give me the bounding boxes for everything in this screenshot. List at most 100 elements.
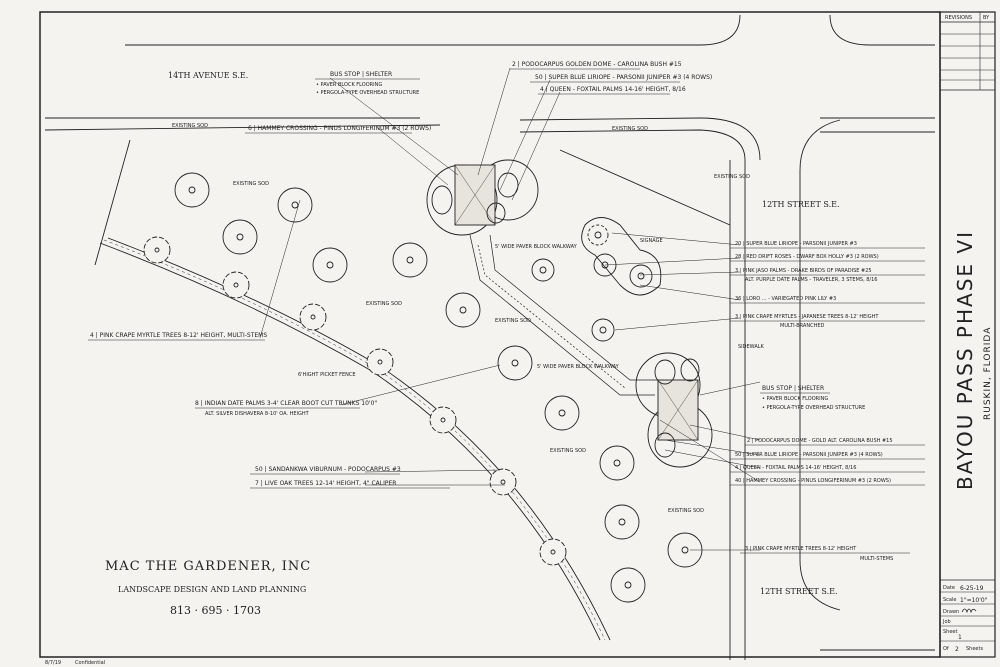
sheet-label: Sheet	[943, 629, 957, 635]
callouts-right: 20 | SUPER BLUE LIRIOPE - PARSONII JUNIP…	[735, 241, 893, 562]
oak-tree	[497, 345, 533, 381]
oak-tree	[312, 247, 348, 283]
callout-hammey: 6 | HAMMEY CROSSING - PINUS LONGIFERINUM…	[248, 125, 431, 132]
callout-r3-line1: 3 | PINK JASO PALMS - DRAKE BIRDS OF PAR…	[735, 268, 872, 274]
bus-stop-top	[426, 159, 539, 236]
company-phone: 813 · 695 · 1703	[170, 604, 261, 617]
callout-r6: 2 | PODOCARPUS DOME - GOLD ALT. CAROLINA…	[747, 438, 893, 444]
palms-along-fence	[143, 236, 567, 566]
callout-juniper-top: 50 | SUPER BLUE LIRIOPE - PARSONII JUNIP…	[535, 74, 712, 81]
by-label: BY	[983, 15, 990, 21]
shrub	[591, 318, 615, 342]
callout-rules	[88, 68, 925, 554]
oak-tree	[392, 242, 428, 278]
signage-bed	[531, 217, 662, 342]
oak-trees	[174, 172, 703, 603]
company-name: MAC THE GARDENER, INC	[105, 559, 311, 574]
callout-r3-line2: ALT. PURPLE DATE PALMS - TRAVELER, 3 STE…	[745, 277, 877, 283]
street-label-right: 12TH STREET S.E.	[762, 200, 840, 209]
callout-r9: 40 | HAMMEY CROSSING - PINUS LONGIFERINU…	[735, 478, 891, 484]
area-label-sod-center: EXISTING SOD	[233, 181, 269, 187]
area-label-fence: 6'HIGHT PICKET FENCE	[298, 372, 356, 378]
title-block: REVISIONS BY BAYOU PASS PHASE VI RUSKIN,…	[939, 11, 996, 658]
of-value: 2	[955, 646, 959, 653]
leader-lines	[259, 67, 761, 551]
area-label-walkway-1: 5' WIDE PAVER BLOCK WALKWAY	[495, 244, 578, 250]
callout-bus-stop-1-line2: • PAVER BLOCK FLOORING	[316, 82, 382, 88]
callout-r10-line1: 3 | PINK CRAPE MYRTLE TREES 8-12' HEIGHT	[745, 546, 857, 552]
area-label-walkway-2: 5' WIDE PAVER BLOCK WALKWAY	[537, 364, 620, 370]
job-label: Job	[942, 619, 951, 625]
callout-r10-line2: MULTI-STEMS	[860, 556, 893, 562]
date-value: 6-25-19	[960, 585, 984, 592]
footer-code-2: Confidential	[75, 660, 105, 666]
sheets-label: Sheets	[966, 646, 983, 652]
callout-live-oak: 7 | LIVE OAK TREES 12-14' HEIGHT, 4" CAL…	[255, 480, 396, 487]
area-label-sidewalk: SIDEWALK	[738, 344, 765, 350]
palm-tree	[143, 236, 171, 264]
shrub	[531, 258, 555, 282]
callout-bus-stop-1-line3: • PERGOLA-TYPE OVERHEAD STRUCTURE	[316, 90, 419, 96]
area-label-sod-top-right: EXISTING SOD	[714, 174, 750, 180]
callout-bus-stop-2-line1: BUS STOP | SHELTER	[762, 385, 824, 392]
palm-tree	[299, 303, 327, 331]
callout-r7: 50 | SUPER BLUE LIRIOPE - PARSONII JUNIP…	[735, 452, 883, 458]
callout-r1: 20 | SUPER BLUE LIRIOPE - PARSONII JUNIP…	[735, 241, 857, 247]
street-label-bottom: 12TH STREET S.E.	[760, 587, 838, 596]
sago-palm	[587, 224, 609, 246]
revisions-label: REVISIONS	[945, 15, 972, 21]
callout-bus-stop-2-line3: • PERGOLA-TYPE OVERHEAD STRUCTURE	[762, 405, 865, 411]
project-location: RUSKIN, FLORIDA	[983, 327, 993, 420]
of-label: Of	[943, 646, 949, 652]
callout-queen-top: 4 | QUEEN - FOXTAIL PALMS 14-16' HEIGHT,…	[540, 86, 686, 93]
company-tagline: LANDSCAPE DESIGN AND LAND PLANNING	[118, 585, 306, 594]
callouts-top: BUS STOP | SHELTER • PAVER BLOCK FLOORIN…	[248, 61, 712, 132]
drawn-label: Drawn	[943, 609, 959, 615]
sheet-value: 1	[958, 634, 962, 641]
callout-indian-date-line1: 8 | INDIAN DATE PALMS 3-4' CLEAR BOOT CU…	[195, 400, 377, 407]
area-label-sod-right: EXISTING SOD	[550, 448, 586, 454]
callout-r5-line1: 3 | PINK CRAPE MYRTLES - JAPANESE TREES …	[735, 314, 879, 320]
oak-tree	[445, 292, 481, 328]
scale-value: 1"=10'0"	[960, 597, 988, 604]
bus-stop-lower	[635, 352, 713, 468]
oak-tree	[277, 187, 313, 223]
callout-r2: 28 | RED DRIFT ROSES - DWARF BOX HOLLY #…	[735, 254, 879, 260]
drawn-initials	[961, 608, 977, 614]
callout-r4: 36 | LORO ... - VARIEGATED PINK LILY #3	[735, 296, 836, 302]
footer-code: 8/7/19	[45, 660, 61, 666]
palm-tree	[539, 538, 567, 566]
callout-bus-stop-2-line2: • PAVER BLOCK FLOORING	[762, 396, 828, 402]
area-label-sod-2: EXISTING SOD	[612, 126, 648, 132]
callout-bus-stop-1-line1: BUS STOP | SHELTER	[330, 71, 392, 78]
oak-tree	[604, 504, 640, 540]
callout-podocarpus-top: 2 | PODOCARPUS GOLDEN DOME - CAROLINA BU…	[512, 61, 682, 68]
street-label-top: 14TH AVENUE S.E.	[168, 71, 248, 80]
date-label: Date	[943, 585, 955, 591]
callouts-left: 4 | PINK CRAPE MYRTLE TREES 8-12' HEIGHT…	[90, 332, 401, 487]
area-label-sod-mid: EXISTING SOD	[366, 301, 402, 307]
oak-tree	[174, 172, 210, 208]
callout-r5-line2: MULTI-BRANCHED	[780, 323, 824, 329]
shrub	[629, 264, 653, 288]
oak-tree	[544, 395, 580, 431]
palm-tree	[366, 348, 394, 376]
oak-tree	[610, 567, 646, 603]
callout-sandankwa: 50 | SANDANKWA VIBURNUM - PODOCARPUS #3	[255, 466, 401, 473]
area-label-sod-1: EXISTING SOD	[172, 123, 208, 129]
callout-r8: 4 | QUEEN - FOXTAIL PALMS 14-16' HEIGHT,…	[735, 465, 856, 471]
area-label-sod-bottom: EXISTING SOD	[668, 508, 704, 514]
oak-tree	[599, 445, 635, 481]
oak-tree	[222, 219, 258, 255]
palm-tree	[489, 468, 517, 496]
callout-indian-date-line2: ALT. SILVER DISHAVERA 8-10' OA. HEIGHT	[205, 411, 310, 417]
callout-crape-left: 4 | PINK CRAPE MYRTLE TREES 8-12' HEIGHT…	[90, 332, 267, 339]
palm-tree	[222, 271, 250, 299]
company-stamp: MAC THE GARDENER, INC LANDSCAPE DESIGN A…	[105, 559, 311, 617]
scale-label: Scale	[943, 597, 956, 603]
curb-lines	[44, 14, 935, 660]
area-label-sod-lower: EXISTING SOD	[495, 318, 531, 324]
project-title: BAYOU PASS PHASE VI	[953, 230, 977, 490]
